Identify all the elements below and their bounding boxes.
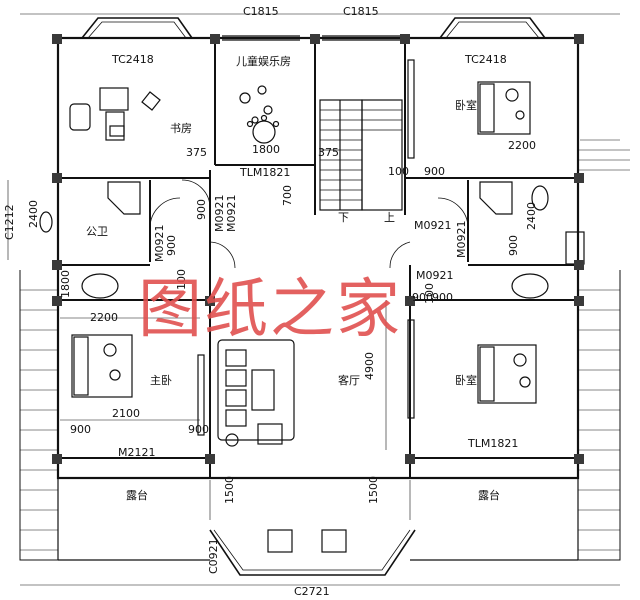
stair-down-label: 下 xyxy=(338,211,349,224)
dim-375-b: 375 xyxy=(318,146,339,159)
dim-900-ne: 900 xyxy=(424,165,445,178)
door-code-m0921-bath: M0921 xyxy=(153,224,166,263)
dim-100-c: 100 xyxy=(423,283,436,304)
window-code-c1815-b: C1815 xyxy=(343,5,379,18)
room-master-bed: 主卧 xyxy=(150,374,172,387)
dim-700: 700 xyxy=(281,185,294,206)
room-study: 书房 xyxy=(170,122,192,135)
room-terrace-e: 露台 xyxy=(478,489,500,502)
room-terrace-w: 露台 xyxy=(126,489,148,502)
door-code-m0921-right: M0921 xyxy=(414,219,452,232)
dim-2100: 2100 xyxy=(112,407,140,420)
window-code-tc2418-w: TC2418 xyxy=(112,53,154,66)
room-bedroom-ne: 卧室 xyxy=(455,99,477,112)
window-code-c2721: C2721 xyxy=(294,585,330,598)
dim-100-a: 100 xyxy=(388,165,409,178)
door-code-tlm1821-right: TLM1821 xyxy=(468,437,519,450)
dim-900-a: 900 xyxy=(70,423,91,436)
dim-2400-e: 2400 xyxy=(525,202,538,230)
stair-up-label: 上 xyxy=(384,211,395,224)
room-living: 客厅 xyxy=(338,374,360,387)
dim-1500-b: 1500 xyxy=(367,476,380,504)
door-code-m0921-mid: M0921 xyxy=(213,194,226,233)
dim-2200-ne: 2200 xyxy=(508,139,536,152)
dim-1800-w: 1800 xyxy=(59,270,72,298)
room-public-bath: 公卫 xyxy=(86,225,108,238)
door-code-m0921-right2: M0921 xyxy=(416,269,454,282)
door-code-m0921-mid2: M0921 xyxy=(225,194,238,233)
window-code-c0921: C0921 xyxy=(207,538,220,574)
room-bedroom-e: 卧室 xyxy=(455,374,477,387)
dim-2400-w: 2400 xyxy=(27,200,40,228)
door-code-tlm1821-top: TLM1821 xyxy=(240,166,291,179)
dim-900-e: 900 xyxy=(507,235,520,256)
dim-4900: 4900 xyxy=(363,352,376,380)
dim-900-w: 900 xyxy=(165,235,178,256)
room-kids: 儿童娱乐房 xyxy=(236,55,291,68)
dim-1500-a: 1500 xyxy=(223,476,236,504)
dim-900-w2: 900 xyxy=(195,199,208,220)
door-code-m2121: M2121 xyxy=(118,446,156,459)
dim-900-b: 900 xyxy=(188,423,209,436)
dim-375-a: 375 xyxy=(186,146,207,159)
watermark: 图纸之家 xyxy=(138,273,402,347)
dim-1800: 1800 xyxy=(252,143,280,156)
dim-900-e3: 900 xyxy=(432,291,453,304)
door-code-m0921-r3: M0921 xyxy=(455,220,468,259)
window-code-tc2418-e: TC2418 xyxy=(465,53,507,66)
window-code-c1815-a: C1815 xyxy=(243,5,279,18)
dim-2200-w: 2200 xyxy=(90,311,118,324)
window-code-c1212: C1212 xyxy=(3,204,16,240)
dim-900-e2: 900 xyxy=(412,291,433,304)
